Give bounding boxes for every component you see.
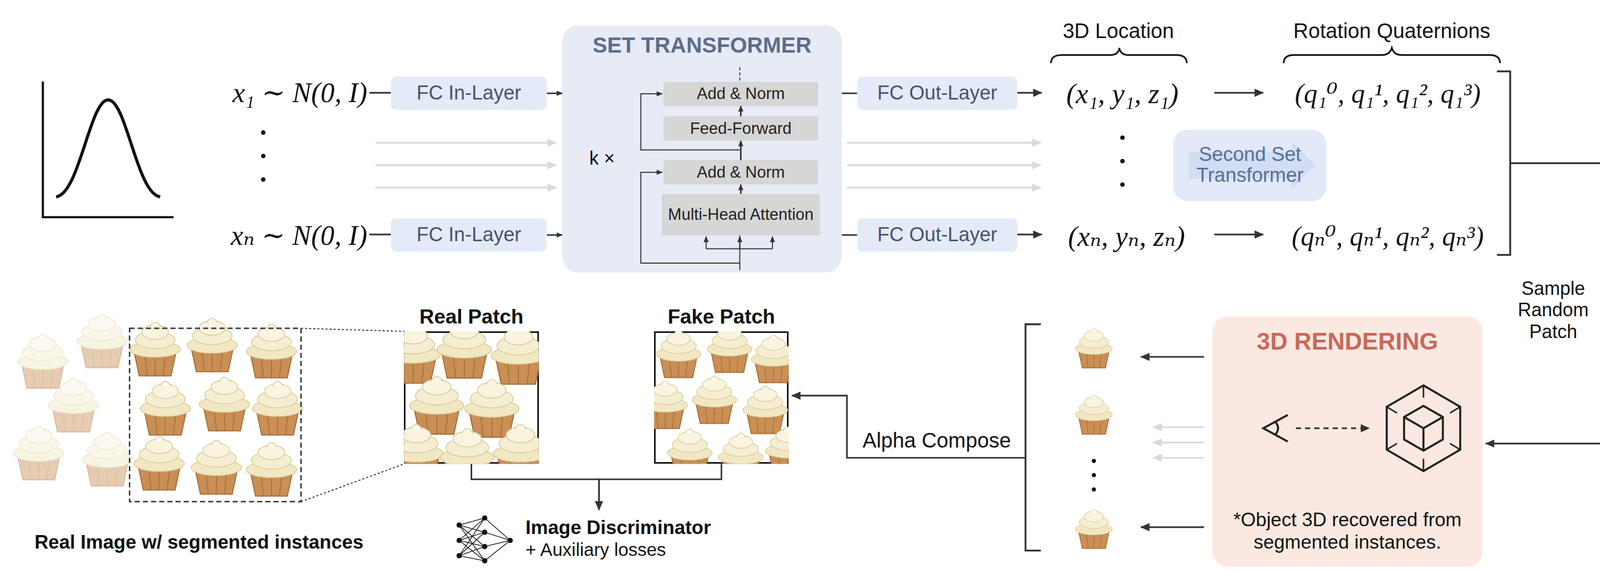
transformer-sublayer-box: Add & Norm xyxy=(663,81,819,107)
group-label: 3D Location xyxy=(1062,18,1174,43)
connector xyxy=(471,464,600,511)
node-title: Real Patch xyxy=(419,305,524,329)
repeat-count: k × xyxy=(589,147,615,169)
connector xyxy=(841,234,857,237)
node-title: SET TRANSFORMER xyxy=(592,32,812,58)
node-title: Multi-Head Attention xyxy=(668,205,814,225)
fc-layer-box: FC Out-Layer xyxy=(857,218,1018,253)
latent-sample: x₁ ∼ N(0, I) xyxy=(232,76,368,109)
fc-layer-box: FC In-Layer xyxy=(390,218,548,253)
connector xyxy=(546,92,562,95)
curly-brace xyxy=(1051,47,1500,64)
connector xyxy=(598,464,722,511)
node-body: + Auxiliary losses xyxy=(525,539,666,561)
latent-sample: xₙ ∼ N(0, I) xyxy=(230,219,368,252)
node-title: FC Out-Layer xyxy=(877,223,998,247)
real-patch-image xyxy=(403,331,539,464)
node-body: *Object 3D recovered from segmented inst… xyxy=(1219,509,1476,554)
gaussian-plot xyxy=(42,81,174,218)
node-title: Feed-Forward xyxy=(690,119,792,139)
quaternion-vector: (q₁⁰, q₁¹, q₁², q₁³) xyxy=(1294,78,1481,110)
step-label: Alpha Compose xyxy=(862,428,1012,453)
node-title: Add & Norm xyxy=(696,84,785,104)
step-label: Sample Random Patch xyxy=(1511,277,1595,343)
neural-net-icon xyxy=(456,515,513,564)
node-title: 3D RENDERING xyxy=(1257,327,1439,356)
image-caption: Real Image w/ segmented instances xyxy=(34,531,364,555)
fake-patch-image xyxy=(654,331,789,464)
second-transformer-box: Second Set Transformer xyxy=(1173,129,1327,202)
location-vector: (xₙ, yₙ, zₙ) xyxy=(1067,220,1186,253)
fc-layer-box: FC Out-Layer xyxy=(857,76,1018,111)
connector xyxy=(841,92,857,95)
node-title: Image Discriminator xyxy=(525,517,711,540)
location-vector: (x₁, y₁, z₁) xyxy=(1066,77,1179,110)
connector xyxy=(740,184,742,194)
group-label: Rotation Quaternions xyxy=(1293,18,1491,43)
transformer-sublayer-box: Multi-Head Attention xyxy=(661,193,820,236)
node-title: FC In-Layer xyxy=(416,223,522,247)
transformer-sublayer-box: Add & Norm xyxy=(663,160,819,185)
connector xyxy=(740,106,742,117)
quaternion-vector: (qₙ⁰, qₙ¹, qₙ², qₙ³) xyxy=(1291,220,1484,253)
connector xyxy=(546,234,562,237)
node-title: FC Out-Layer xyxy=(877,81,998,105)
node-title: FC In-Layer xyxy=(416,81,522,105)
discriminator-node: Image Discriminator+ Auxiliary losses xyxy=(525,510,745,568)
node-title: Add & Norm xyxy=(696,163,785,182)
transformer-sublayer-box: Feed-Forward xyxy=(663,116,819,141)
fc-layer-box: FC In-Layer xyxy=(390,76,548,111)
rendering-block: 3D RENDERING *Object 3D recovered from se… xyxy=(1212,316,1483,568)
node-title: Second Set Transformer xyxy=(1178,144,1322,187)
connector xyxy=(740,140,742,160)
node-title: Fake Patch xyxy=(667,305,775,329)
compose-wire xyxy=(791,395,1026,458)
real-image xyxy=(13,314,404,502)
